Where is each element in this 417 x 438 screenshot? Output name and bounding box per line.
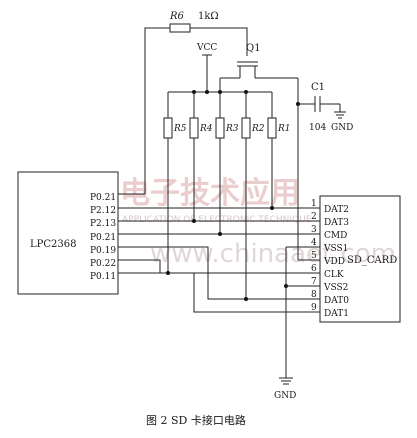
r3-label: R3 [225,124,239,134]
mcu-pin-label: P0.11 [90,272,116,282]
mcu-pin-label: P0.22 [90,259,116,269]
pin-name: CLK [324,270,344,280]
pin-number: 3 [311,225,317,235]
pin-number: 1 [311,199,317,209]
c1-label: C1 [311,82,325,93]
vcc-label: VCC [196,43,217,53]
r1-label: R1 [277,124,291,134]
sd-card-box [319,195,401,323]
pullup-resistors: R5 R4 R3 R2 R1 [163,92,291,139]
card-pin-stubs [303,207,320,313]
gnd-label: GND [331,123,353,133]
pin-number: 5 [311,251,317,261]
figure-caption: 图 2 SD 卡接口电路 [146,414,246,427]
r6-value: 1kΩ [198,11,219,22]
pin-name: VDD [323,257,345,267]
resistor-r6: R6 1kΩ [169,11,219,33]
mcu-pin-label: P0.19 [90,246,116,256]
mcu-pin-label: P0.21 [90,233,116,243]
pin-name: DAT2 [324,205,349,215]
pin-number: 4 [311,238,317,248]
q1-label: Q1 [246,43,261,54]
pin-name: DAT0 [324,296,349,306]
pin-name: CMD [324,231,347,241]
pin-name: VSS1 [323,244,348,254]
gnd-bottom-label: GND [274,391,296,401]
pin-number: 9 [311,303,317,313]
transistor-q1: Q1 [219,43,299,104]
r6-label: R6 [169,11,185,22]
r2-label: R2 [251,124,265,134]
pin-number: 2 [311,212,317,222]
sd-card-pins: 1 DAT2 2 DAT3 3 CMD 4 VSS1 5 VDD 6 CLK 7… [311,199,349,319]
pin-number: 8 [311,290,317,300]
capacitor-c1: C1 104 GND [298,82,353,133]
pin-name: DAT1 [324,309,349,319]
mcu-pin-label: P2.13 [90,219,116,229]
mcu-label: LPC2368 [30,239,76,250]
pin-number: 7 [311,277,317,287]
watermark-url: www.chinaaet.com [150,239,396,269]
mcu-pin-label: P2.12 [90,206,116,216]
r4-label: R4 [199,124,213,134]
mcu-box [17,171,119,295]
watermark-english: APPLICATION OF ELECTRONIC TECHNIQUE [122,215,312,225]
watermark-chinese: 电子技术应用 [120,176,300,211]
c1-value: 104 [309,123,326,133]
pin-name: DAT3 [324,218,349,228]
r5-label: R5 [173,124,187,134]
sd-card-label: SD_CARD [347,255,397,266]
mcu-pin-label: P0.21 [90,193,116,203]
pin-number: 6 [311,264,317,274]
pin-name: VSS2 [323,283,348,293]
